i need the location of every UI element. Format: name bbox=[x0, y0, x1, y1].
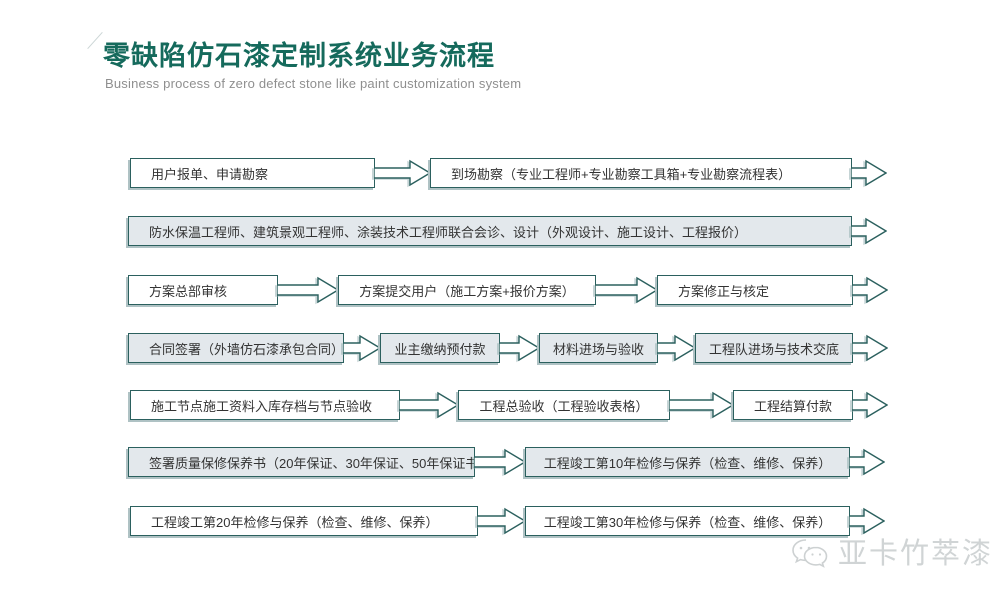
arrow-right-icon bbox=[849, 448, 885, 476]
arrow-right-icon bbox=[277, 276, 339, 304]
flow-step-r4-3: 材料进场与验收 bbox=[539, 333, 658, 363]
decorative-line bbox=[87, 31, 103, 50]
watermark: 亚卡竹萃漆 bbox=[790, 536, 993, 572]
watermark-label: 亚卡竹萃漆 bbox=[838, 538, 994, 570]
arrow-right-icon bbox=[669, 391, 734, 419]
arrow-right-icon bbox=[343, 334, 381, 362]
page-title: 零缺陷仿石漆定制系统业务流程 bbox=[103, 41, 495, 71]
flow-step-r5-1: 施工节点施工资料入库存档与节点验收 bbox=[130, 390, 400, 420]
arrow-right-icon bbox=[851, 217, 887, 245]
flow-step-r6-1: 签署质量保修保养书（20年保证、30年保证、50年保证书） bbox=[128, 447, 475, 477]
arrow-right-icon bbox=[595, 276, 658, 304]
flow-step-r4-2: 业主缴纳预付款 bbox=[380, 333, 500, 363]
flow-step-r5-2: 工程总验收（工程验收表格） bbox=[458, 390, 670, 420]
flow-step-r4-1: 合同签署（外墙仿石漆承包合同） bbox=[128, 333, 344, 363]
arrow-right-icon bbox=[477, 507, 526, 535]
arrow-right-icon bbox=[849, 507, 885, 535]
flow-step-r3-2: 方案提交用户（施工方案+报价方案） bbox=[338, 275, 596, 305]
flow-step-r7-1: 工程竣工第20年检修与保养（检查、维修、保养） bbox=[130, 506, 478, 536]
arrow-right-icon bbox=[374, 159, 431, 187]
flow-step-r3-1: 方案总部审核 bbox=[128, 275, 278, 305]
arrow-right-icon bbox=[499, 334, 540, 362]
arrow-right-icon bbox=[657, 334, 696, 362]
flow-step-r1-1: 用户报单、申请勘察 bbox=[130, 158, 375, 188]
flow-step-r5-3: 工程结算付款 bbox=[733, 390, 853, 420]
flow-step-r3-3: 方案修正与核定 bbox=[657, 275, 853, 305]
flow-step-r7-2: 工程竣工第30年检修与保养（检查、维修、保养） bbox=[525, 506, 850, 536]
arrow-right-icon bbox=[852, 391, 888, 419]
page-subtitle: Business process of zero defect stone li… bbox=[105, 76, 522, 91]
arrow-right-icon bbox=[852, 276, 888, 304]
arrow-right-icon bbox=[474, 448, 526, 476]
flow-step-r1-2: 到场勘察（专业工程师+专业勘察工具箱+专业勘察流程表） bbox=[430, 158, 852, 188]
flow-step-r4-4: 工程队进场与技术交底 bbox=[695, 333, 853, 363]
arrow-right-icon bbox=[399, 391, 459, 419]
flow-step-r2-1: 防水保温工程师、建筑景观工程师、涂装技术工程师联合会诊、设计（外观设计、施工设计… bbox=[128, 216, 852, 246]
flow-step-r6-2: 工程竣工第10年检修与保养（检查、维修、保养） bbox=[525, 447, 850, 477]
arrow-right-icon bbox=[852, 334, 888, 362]
arrow-right-icon bbox=[851, 159, 887, 187]
wechat-icon bbox=[792, 539, 828, 568]
